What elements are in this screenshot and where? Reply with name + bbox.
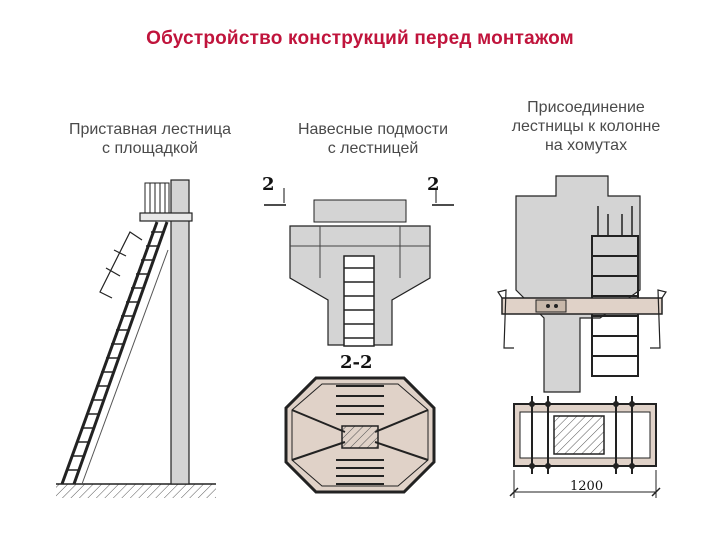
caption-line: с площадкой: [102, 140, 198, 157]
caption-line: лестницы к колонне: [511, 118, 661, 135]
platform: [139, 212, 193, 222]
section-mark-left: 2: [262, 174, 275, 195]
plan-column: [341, 425, 379, 449]
caption-ladder-with-platform: Приставная лестница с площадкой: [40, 120, 260, 158]
section-mark-right: 2: [427, 174, 440, 195]
plan-column-clamped: [553, 415, 605, 455]
ladder-stringer: [60, 221, 159, 485]
caption-line: Приставная лестница: [68, 121, 232, 138]
caption-line: Навесные подмости: [297, 121, 449, 138]
ladder-with-platform-drawing: [56, 179, 216, 498]
section-2-2-plan: [284, 376, 436, 494]
section-label: 2-2: [340, 352, 373, 373]
caption-line: Присоединение: [527, 99, 645, 116]
dimension-label: 1200: [570, 479, 603, 494]
caption-hanging-scaffold: Навесные подмости с лестницей: [268, 120, 478, 158]
caption-line: на хомутах: [544, 137, 628, 154]
clamp-attachment-plan: 1200: [509, 396, 661, 498]
caption-line: с лестницей: [327, 140, 419, 157]
column: [170, 179, 190, 485]
slide-title: Обустройство конструкций перед монтажом: [146, 28, 574, 49]
clamp-beam: [501, 297, 663, 315]
hanging-scaffold-elevation: 2 2 2-2: [262, 174, 454, 373]
clamp-attachment-elevation: [497, 175, 667, 393]
caption-ladder-clamp-attachment: Присоединение лестницы к колонне на хому…: [486, 98, 686, 155]
ladder-stringer: [72, 221, 169, 485]
column-capital: [313, 199, 407, 223]
ground-hatch: [56, 484, 216, 498]
scaffold-ladder: [343, 255, 375, 347]
